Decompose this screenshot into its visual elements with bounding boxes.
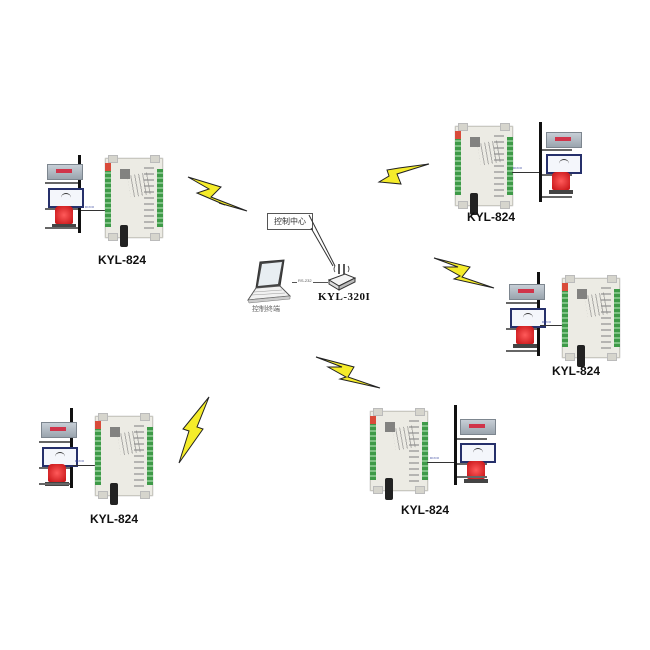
alarm-lamp-icon — [549, 172, 573, 194]
io-module-icon — [562, 275, 620, 367]
wire-label: DI/DO — [513, 166, 523, 170]
panel-meter-icon — [460, 419, 496, 435]
lightning-bolt-icon — [178, 396, 210, 464]
wireless-router-icon — [327, 264, 357, 291]
shelf — [45, 182, 78, 184]
rack-bar — [454, 405, 457, 485]
shelf — [457, 438, 487, 440]
signal-wire — [81, 210, 106, 211]
signal-wire — [540, 325, 562, 326]
io-module-icon — [370, 408, 428, 500]
analog-gauge-icon — [48, 188, 84, 208]
wire-label: DI/DO — [75, 459, 85, 463]
shelf — [506, 350, 537, 352]
panel-meter-icon — [47, 164, 83, 180]
base-station-label: KYL-320I — [318, 291, 371, 303]
device-label: KYL-824 — [552, 364, 601, 378]
lightning-bolt-icon — [187, 176, 248, 212]
shelf — [39, 441, 70, 443]
shelf — [457, 476, 487, 478]
signal-wire — [427, 462, 454, 463]
station-bottom-center: DI/DO — [370, 405, 510, 505]
panel-meter-icon — [546, 132, 582, 148]
shelf — [45, 227, 78, 229]
alarm-lamp-icon — [52, 206, 76, 228]
panel-meter-icon — [509, 284, 545, 300]
wire-label: DI/DO — [85, 205, 95, 209]
shelf — [542, 196, 572, 198]
shelf — [506, 302, 537, 304]
device-label: KYL-824 — [98, 253, 147, 267]
device-label: KYL-824 — [90, 512, 139, 526]
wire-label: DI/DO — [430, 456, 440, 460]
signal-wire — [512, 172, 539, 173]
rs232-label: RS-232 — [297, 278, 313, 283]
control-center-label: 控制中心 — [274, 217, 306, 226]
signal-wire — [73, 465, 95, 466]
panel-meter-icon — [41, 422, 77, 438]
callout-pointer — [308, 214, 336, 267]
analog-gauge-icon — [546, 154, 582, 174]
laptop-icon — [247, 259, 292, 304]
rack-bar — [539, 122, 542, 202]
shelf — [39, 483, 70, 485]
io-module-icon — [105, 155, 163, 247]
alarm-lamp-icon — [45, 464, 69, 486]
shelf — [542, 149, 572, 151]
lightning-bolt-icon — [315, 356, 381, 389]
device-label: KYL-824 — [401, 503, 450, 517]
lightning-bolt-icon — [433, 257, 495, 289]
station-top-left: DI/DO — [45, 150, 185, 250]
wire-label: DI/DO — [542, 320, 552, 324]
station-top-right: DI/DO — [455, 120, 595, 220]
alarm-lamp-icon — [513, 326, 537, 348]
io-module-icon — [95, 413, 153, 505]
terminal-label: 控制终端 — [252, 306, 280, 313]
io-module-icon — [455, 123, 513, 215]
alarm-lamp-icon — [464, 461, 488, 483]
station-mid-right: DI/DO — [506, 272, 650, 372]
analog-gauge-icon — [460, 443, 496, 463]
station-bottom-left: DI/DO — [39, 408, 182, 508]
lightning-bolt-icon — [377, 163, 430, 185]
device-label: KYL-824 — [467, 210, 516, 224]
